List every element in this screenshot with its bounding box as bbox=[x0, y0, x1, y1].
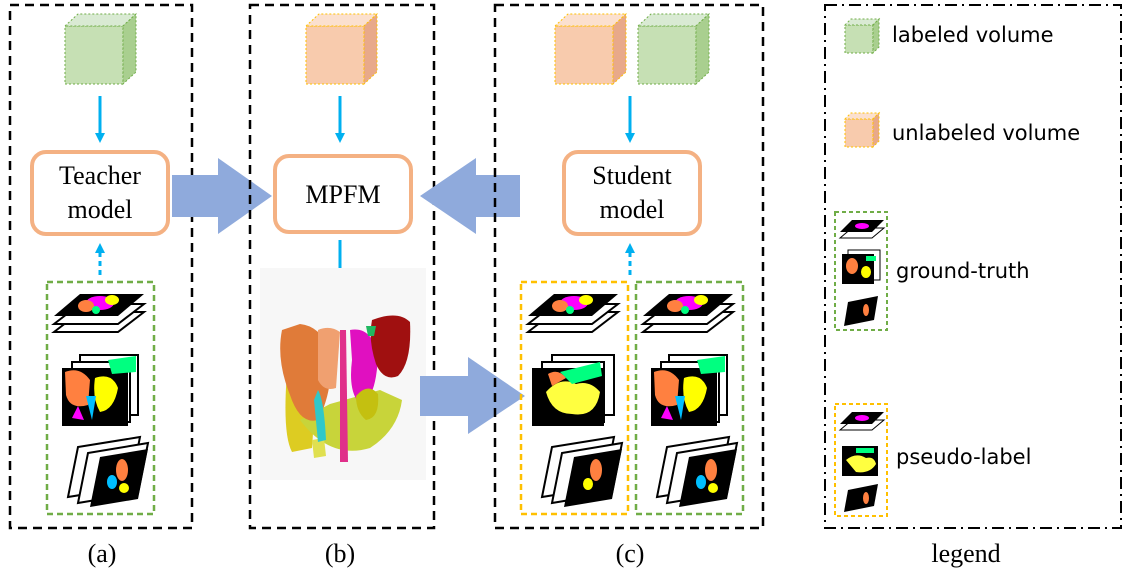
axial-slices-icon bbox=[525, 294, 621, 333]
panel-c-frame bbox=[493, 3, 765, 530]
unlabeled-volume-cube bbox=[553, 12, 628, 86]
organ-segmentation-render bbox=[260, 268, 426, 480]
panel-b-caption: (b) bbox=[325, 539, 355, 568]
block-arrow-right-icon bbox=[420, 357, 525, 434]
pseudo-label-group bbox=[519, 280, 630, 516]
labeled-volume-cube bbox=[636, 12, 711, 86]
teacher-model-box bbox=[30, 150, 170, 236]
axial-slices-icon bbox=[640, 294, 736, 333]
legend-labeled-volume-label: labeled volume bbox=[892, 23, 1054, 47]
labeled-volume-cube bbox=[63, 12, 138, 86]
coronal-slices-icon bbox=[532, 354, 615, 426]
axial-slices-icon bbox=[51, 294, 147, 333]
legend-unlabeled-volume-label: unlabeled volume bbox=[892, 121, 1080, 145]
teacher-model-label-2: model bbox=[68, 195, 133, 224]
student-model-label-1: Student bbox=[592, 161, 672, 190]
sagittal-slices-icon bbox=[66, 435, 150, 507]
legend-unlabeled-volume-icon bbox=[843, 111, 881, 149]
mpfm-label: MPFM bbox=[305, 180, 380, 209]
sagittal-slices-icon bbox=[540, 435, 624, 507]
legend-labeled-volume-icon bbox=[843, 17, 881, 55]
block-arrow-right-icon bbox=[172, 158, 272, 234]
legend-caption: legend bbox=[931, 539, 1000, 568]
coronal-slices-icon bbox=[62, 354, 139, 426]
ground-truth-group bbox=[45, 280, 156, 516]
panel-a: Teacher model bbox=[8, 3, 194, 568]
panel-a-frame bbox=[8, 3, 194, 530]
legend-ground-truth-icon bbox=[834, 211, 888, 331]
coronal-slices-icon bbox=[651, 354, 728, 426]
sagittal-slices-icon bbox=[655, 435, 739, 507]
student-model-box bbox=[562, 150, 702, 236]
legend-ground-truth-label: ground-truth bbox=[896, 259, 1030, 283]
student-model-label-2: model bbox=[600, 195, 665, 224]
ground-truth-group bbox=[634, 280, 745, 516]
legend-pseudo-label-label: pseudo-label bbox=[896, 445, 1031, 469]
teacher-model-label-1: Teacher bbox=[59, 161, 141, 190]
legend-pseudo-label-icon bbox=[834, 403, 888, 517]
mpfm-box bbox=[273, 154, 413, 234]
unlabeled-volume-cube bbox=[304, 12, 379, 86]
panel-b: MPFM (b) bbox=[248, 3, 436, 568]
panel-c: Student model bbox=[493, 3, 765, 568]
panel-c-caption: (c) bbox=[616, 539, 645, 568]
legend: labeled volume unlabeled volume ground-t… bbox=[824, 4, 1122, 568]
panel-b-frame bbox=[248, 3, 436, 530]
legend-frame bbox=[824, 4, 1122, 529]
panel-a-caption: (a) bbox=[88, 539, 117, 568]
